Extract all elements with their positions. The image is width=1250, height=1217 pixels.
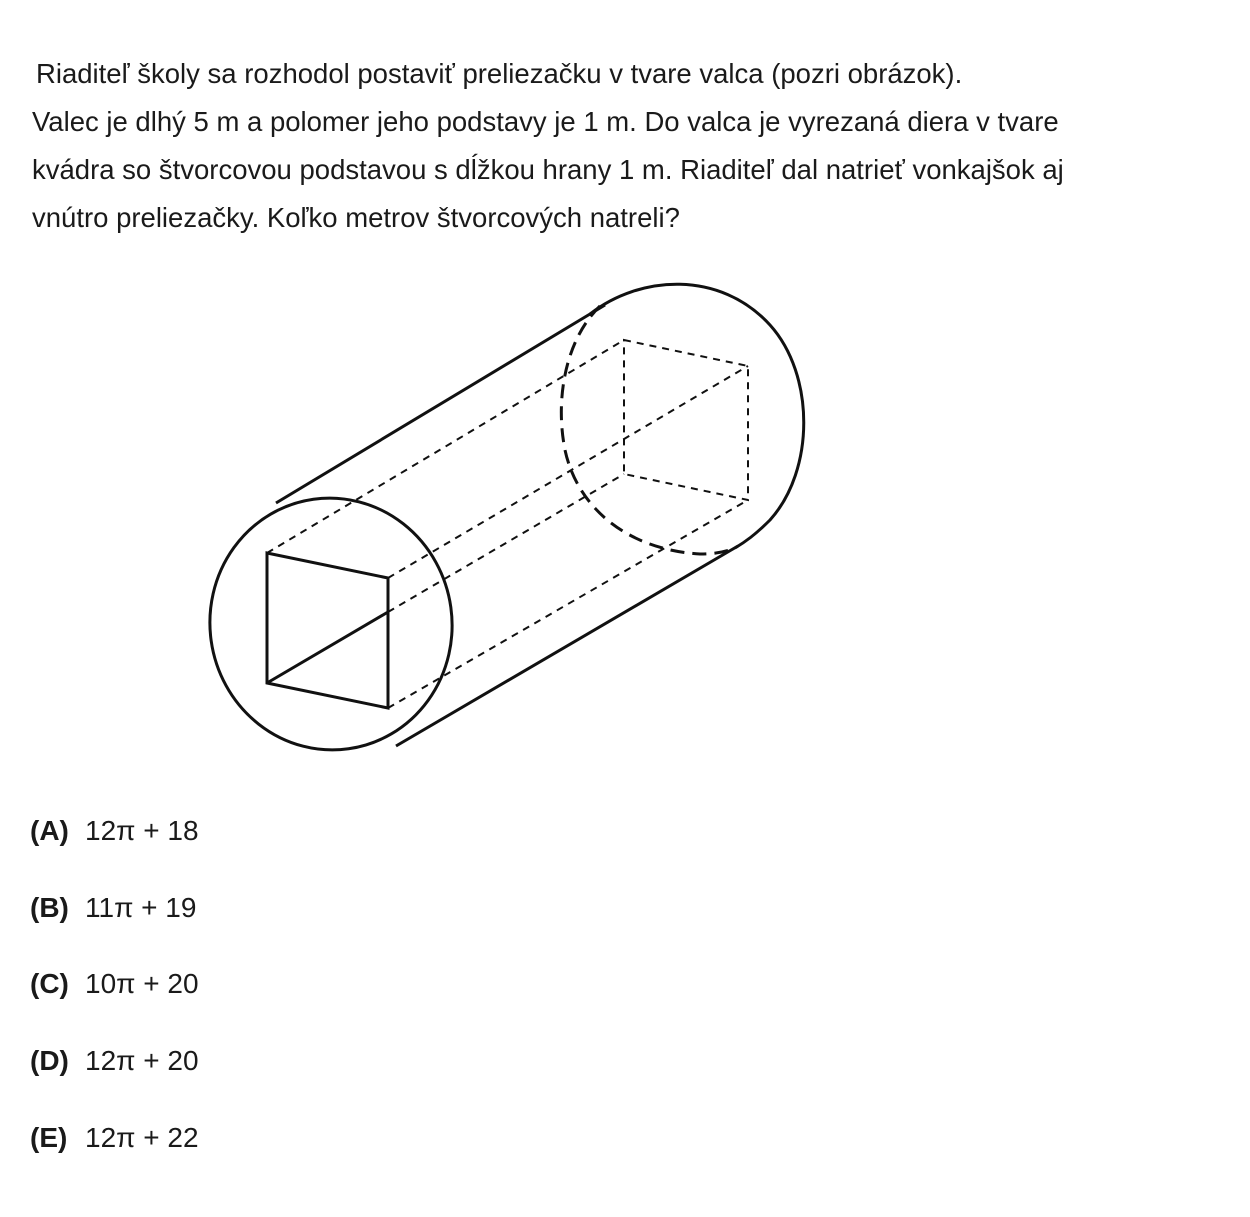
- back-base-arc: [589, 282, 806, 550]
- option-a[interactable]: (A) 12π + 18: [30, 815, 199, 847]
- question-line-3: kvádra so štvorcovou podstavou s dĺžkou …: [32, 154, 1064, 185]
- cuboid-edge-top-left: [266, 339, 625, 554]
- option-b-letter: (B): [30, 892, 69, 923]
- cylinder-top-edge: [275, 303, 606, 505]
- option-a-letter: (A): [30, 815, 69, 846]
- option-d-expression: 12π + 20: [85, 1045, 199, 1076]
- question-line-1: Riaditeľ školy sa rozhodol postaviť prel…: [36, 58, 963, 89]
- front-square-diagonal: [266, 610, 389, 685]
- cuboid-edge-bottom-right: [387, 499, 749, 709]
- option-e-letter: (E): [30, 1122, 68, 1153]
- front-square-hole: [265, 551, 390, 710]
- option-b-expression: 11π + 19: [85, 892, 197, 923]
- question-line-4: vnútro preliezačky. Koľko metrov štvorco…: [32, 202, 680, 233]
- option-c[interactable]: (C) 10π + 20: [30, 968, 199, 1000]
- option-e-expression: 12π + 22: [85, 1122, 199, 1153]
- option-c-expression: 10π + 20: [85, 968, 199, 999]
- option-b[interactable]: (B) 11π + 19: [30, 892, 196, 924]
- option-c-letter: (C): [30, 968, 69, 999]
- cylinder-bottom-edge: [395, 544, 739, 748]
- option-d-letter: (D): [30, 1045, 69, 1076]
- cuboid-edge-mid: [387, 473, 625, 613]
- question-line-2: Valec je dlhý 5 m a polomer jeho podstav…: [32, 106, 1059, 137]
- option-d[interactable]: (D) 12π + 20: [30, 1045, 199, 1077]
- cuboid-edge-top-right: [387, 365, 749, 579]
- option-a-expression: 12π + 18: [85, 815, 199, 846]
- option-e[interactable]: (E) 12π + 22: [30, 1122, 199, 1154]
- question-text: Riaditeľ školy sa rozhodol postaviť prel…: [32, 50, 1222, 242]
- cylinder-figure: [208, 282, 806, 752]
- front-base-circle: [208, 496, 454, 752]
- back-base-hidden-arc: [559, 304, 736, 556]
- back-square-hole: [623, 338, 749, 502]
